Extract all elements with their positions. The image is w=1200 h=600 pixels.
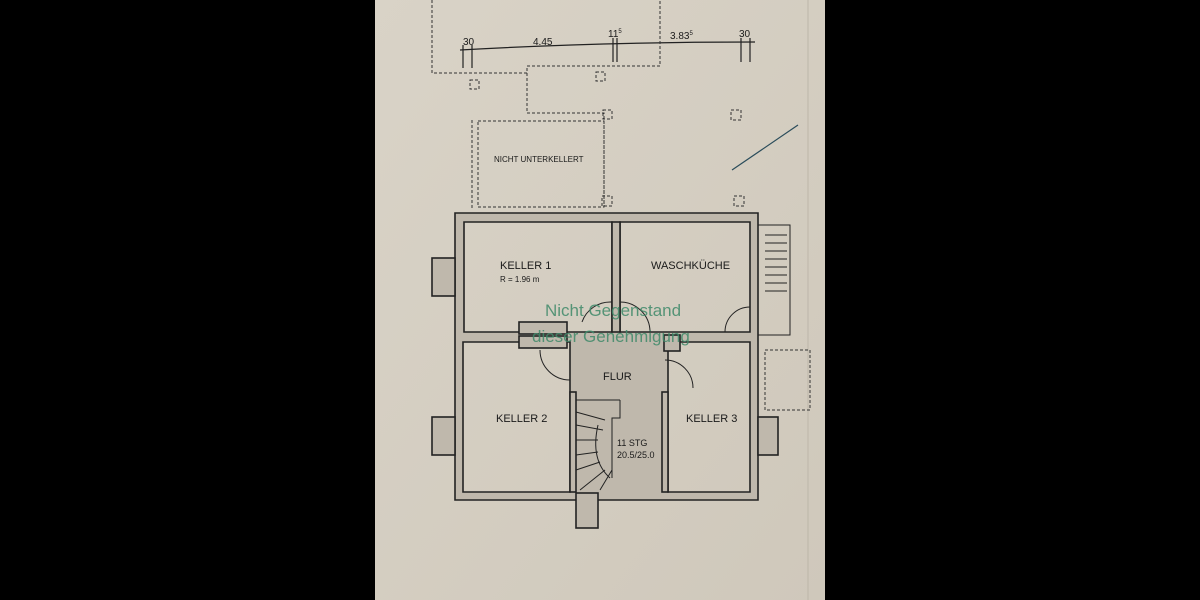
room-waschkueche: WASCHKÜCHE <box>651 260 730 272</box>
dashed-outline <box>431 0 811 411</box>
room-keller-1: KELLER 1 <box>500 260 551 272</box>
dim-30-right: 30 <box>739 29 751 40</box>
interior-stair <box>575 399 621 491</box>
stairs-steps: 11 STG <box>617 438 647 448</box>
dim-3-83-value: 3.83 <box>670 31 690 42</box>
watermark-line-1: Nicht Gegenstand <box>545 301 681 320</box>
dim-11-value: 11 <box>608 29 619 40</box>
dimension-line <box>459 38 756 68</box>
watermark-stamp: Nicht Gegenstand dieser Genehmigung <box>532 301 690 346</box>
room-keller-3: KELLER 3 <box>686 413 737 425</box>
room-flur: FLUR <box>603 371 632 383</box>
dim-3-83: 3.835 <box>670 31 693 42</box>
stairs-ratio: 20.5/25.0 <box>617 450 655 460</box>
room-keller-2: KELLER 2 <box>496 413 547 425</box>
pen-mark <box>731 124 799 171</box>
keller-1-height: R = 1.96 m <box>500 275 540 284</box>
watermark-line-2: dieser Genehmigung <box>532 327 690 346</box>
label-nicht-unterkellert: NICHT UNTERKELLERT <box>494 155 584 164</box>
walls <box>431 212 779 529</box>
dim-3-83-superscript: 5 <box>689 31 693 37</box>
dim-11-superscript: 5 <box>618 29 622 35</box>
door-swings <box>539 301 751 389</box>
dim-11: 115 <box>608 29 622 40</box>
dim-30-left: 30 <box>463 37 475 48</box>
dim-4-45: 4.45 <box>533 37 553 48</box>
outdoor-stair <box>757 224 791 336</box>
